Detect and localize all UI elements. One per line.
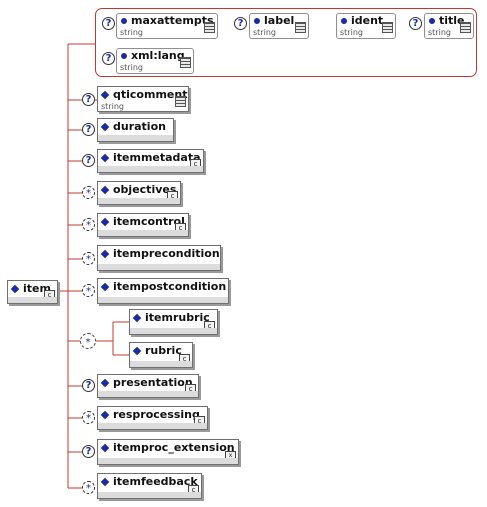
- element-band: [98, 230, 188, 236]
- element-band: [98, 492, 201, 498]
- element-diamond-icon: [100, 153, 110, 163]
- element-itemprecondition[interactable]: itemprecondition: [97, 245, 221, 271]
- element-band: [130, 328, 217, 334]
- optional-icon: ?: [82, 154, 95, 167]
- element-band: [98, 198, 180, 204]
- element-name: rubric: [145, 344, 182, 357]
- simple-type-icon: [175, 96, 186, 107]
- attribute-dot-icon: [341, 18, 347, 24]
- attribute-type: string: [428, 28, 451, 37]
- attribute-type: string: [120, 28, 143, 37]
- element-itemcontrol[interactable]: itemcontrol c: [97, 213, 189, 237]
- element-name: itemmetadata: [113, 151, 201, 164]
- optional-icon: ?: [409, 17, 422, 30]
- optional-icon: ?: [82, 379, 95, 392]
- element-itemfeedback[interactable]: itemfeedback c: [97, 473, 202, 499]
- element-band: [98, 458, 238, 464]
- attribute-xml-lang[interactable]: xml:lang string: [116, 48, 194, 74]
- element-band: [98, 297, 228, 303]
- attribute-dot-icon: [121, 18, 127, 24]
- element-diamond-icon: [100, 249, 110, 259]
- element-name: itemprecondition: [113, 247, 220, 260]
- zero-or-more-icon: *: [82, 252, 95, 265]
- element-diamond-icon: [100, 185, 110, 195]
- attribute-name: title: [439, 14, 465, 27]
- attribute-type: string: [340, 28, 363, 37]
- element-diamond-icon: [100, 217, 110, 227]
- element-diamond-icon: [132, 313, 142, 323]
- attribute-name: ident: [351, 14, 384, 27]
- simple-type-icon: [382, 22, 393, 33]
- optional-icon: ?: [82, 445, 95, 458]
- root-element-item[interactable]: item c: [7, 280, 58, 304]
- element-diamond-icon: [100, 477, 110, 487]
- element-duration[interactable]: duration: [97, 118, 174, 142]
- element-qticomment[interactable]: qticomment string: [97, 86, 189, 112]
- simple-type-icon: [295, 22, 306, 33]
- element-name: itempostcondition: [113, 280, 227, 293]
- optional-icon: ?: [82, 93, 95, 106]
- element-diamond-icon: [100, 443, 110, 453]
- element-diamond-icon: [100, 282, 110, 292]
- element-type: string: [101, 102, 124, 111]
- attribute-title[interactable]: title string: [424, 13, 474, 39]
- optional-icon: ?: [102, 52, 115, 65]
- attribute-name: label: [264, 14, 295, 27]
- element-band: [98, 391, 198, 397]
- element-name: itemrubric: [145, 311, 210, 324]
- element-presentation[interactable]: presentation c: [97, 374, 199, 398]
- element-rubric[interactable]: rubric c: [129, 342, 193, 368]
- attribute-type: string: [120, 63, 143, 72]
- element-objectives[interactable]: objectives c: [97, 181, 181, 205]
- attribute-dot-icon: [121, 53, 127, 59]
- element-band: [98, 135, 173, 141]
- optional-icon: ?: [234, 17, 247, 30]
- element-diamond-icon: [100, 122, 110, 132]
- simple-type-icon: [460, 22, 471, 33]
- attribute-name: xml:lang: [131, 49, 185, 62]
- zero-or-more-icon: *: [82, 186, 95, 199]
- element-band: [130, 361, 192, 367]
- element-name: duration: [113, 120, 166, 133]
- zero-or-more-icon: *: [82, 481, 95, 494]
- zero-or-more-icon: *: [82, 218, 95, 231]
- element-diamond-icon: [132, 346, 142, 356]
- attribute-dot-icon: [429, 18, 435, 24]
- element-itempostcondition[interactable]: itempostcondition: [97, 278, 229, 304]
- element-name: objectives: [113, 183, 177, 196]
- attribute-dot-icon: [254, 18, 260, 24]
- element-band: [98, 264, 220, 270]
- attribute-maxattempts[interactable]: maxattempts string: [116, 13, 218, 39]
- choice-icon: *: [80, 333, 96, 349]
- element-name: qticomment: [113, 88, 188, 101]
- element-band: [98, 423, 207, 429]
- element-band: [8, 297, 57, 303]
- element-name: itemcontrol: [113, 215, 185, 228]
- simple-type-icon: [204, 22, 215, 33]
- element-resprocessing[interactable]: resprocessing c: [97, 406, 208, 430]
- element-band: [98, 166, 203, 172]
- optional-icon: ?: [82, 123, 95, 136]
- element-itemrubric[interactable]: itemrubric c: [129, 309, 218, 335]
- element-itemmetadata[interactable]: itemmetadata c: [97, 149, 204, 173]
- element-diamond-icon: [100, 410, 110, 420]
- element-diamond-icon: [10, 284, 20, 294]
- element-name: item: [23, 282, 51, 295]
- element-name: itemproc_extension: [113, 441, 235, 454]
- attribute-ident[interactable]: ident string: [336, 13, 396, 39]
- element-name: itemfeedback: [113, 475, 198, 488]
- element-diamond-icon: [100, 378, 110, 388]
- zero-or-more-icon: *: [82, 411, 95, 424]
- optional-icon: ?: [102, 17, 115, 30]
- attribute-name: maxattempts: [131, 14, 214, 27]
- zero-or-more-icon: *: [82, 284, 95, 297]
- attribute-label[interactable]: label string: [249, 13, 309, 39]
- attribute-type: string: [253, 28, 276, 37]
- element-itemproc-extension[interactable]: itemproc_extension x: [97, 439, 239, 465]
- element-name: presentation: [113, 376, 193, 389]
- simple-type-icon: [180, 57, 191, 68]
- element-diamond-icon: [100, 90, 110, 100]
- element-name: resprocessing: [113, 408, 200, 421]
